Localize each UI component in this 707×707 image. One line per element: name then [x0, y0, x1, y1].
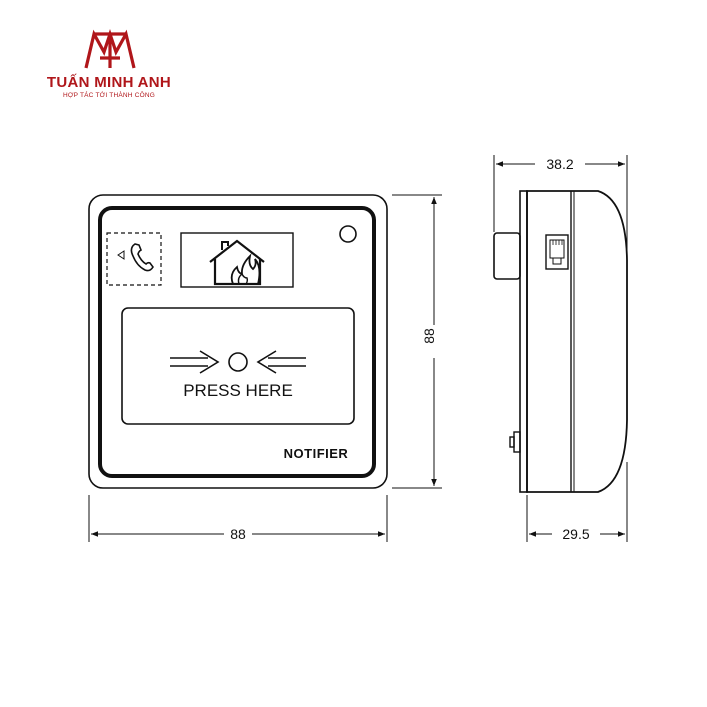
- side-back-plate: [519, 190, 528, 493]
- side-total-depth-dimension: [493, 155, 628, 255]
- brand-name: TUẤN MINH ANH: [46, 74, 172, 91]
- front-width-dimension: [88, 495, 388, 542]
- status-led: [339, 225, 357, 243]
- front-height-value: 88: [421, 328, 437, 344]
- tma-monogram-icon: [84, 28, 136, 69]
- front-view: [88, 194, 388, 489]
- press-window: [121, 307, 355, 425]
- press-point-circle: [228, 352, 248, 372]
- side-body-depth-dimension: [526, 462, 628, 542]
- side-body: [526, 190, 628, 493]
- brand-logo: TUẤN MINH ANH HỢP TÁC TỚI THÀNH CÔNG: [30, 28, 180, 108]
- front-width-value: 88: [230, 526, 246, 542]
- notifier-label: NOTIFIER: [284, 446, 349, 461]
- side-total-depth-value: 38.2: [546, 156, 573, 172]
- front-height-dimension: [392, 194, 442, 489]
- telephone-icon: [106, 232, 162, 286]
- rj-jack-icon: [545, 234, 569, 270]
- side-body-depth-value: 29.5: [562, 526, 589, 542]
- house-fire-icon: [180, 232, 294, 288]
- side-view: [493, 190, 628, 493]
- brand-slogan: HỢP TÁC TỚI THÀNH CÔNG: [63, 92, 155, 99]
- side-rear-boss: [493, 232, 521, 280]
- front-inner-frame: [98, 206, 376, 478]
- arrow-right-icon: [170, 350, 220, 374]
- front-outer-frame: [88, 194, 388, 489]
- press-here-label: PRESS HERE: [183, 381, 293, 400]
- arrow-left-icon: [256, 350, 306, 374]
- side-key-clip: [509, 431, 521, 453]
